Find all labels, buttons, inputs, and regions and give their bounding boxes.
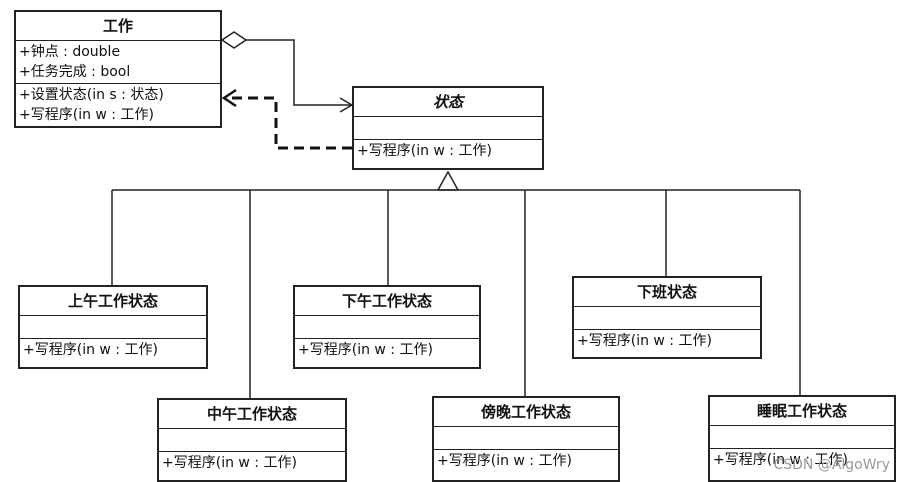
dependency-connector [221, 88, 352, 150]
class-evening-attributes [434, 426, 618, 449]
class-state-name: 状态 [432, 93, 463, 111]
class-work-name: 工作 [102, 17, 133, 35]
class-state: 状态 +写程序(in w : 工作) [352, 86, 544, 170]
class-evening-method: +写程序(in w : 工作) [434, 449, 618, 472]
class-noon-state: 中午工作状态 +写程序(in w : 工作) [157, 398, 347, 482]
class-forenoon-attributes [20, 315, 206, 338]
class-noon-method: +写程序(in w : 工作) [159, 451, 345, 474]
class-forenoon-name: 上午工作状态 [67, 292, 158, 310]
class-afternoon-name: 下午工作状态 [341, 292, 432, 310]
class-noon-attributes [159, 428, 345, 451]
watermark: CSDN @AlgoWry [773, 457, 890, 473]
class-forenoon-state: 上午工作状态 +写程序(in w : 工作) [18, 285, 208, 369]
class-afternoon-attributes [295, 315, 479, 338]
attribute-hour: +钟点 : double [19, 44, 121, 60]
dependency-arrowhead [221, 88, 237, 108]
attribute-finished: +任务完成 : bool [19, 64, 131, 80]
class-evening-name: 傍晚工作状态 [480, 403, 571, 421]
class-rest-state: 下班状态 +写程序(in w : 工作) [572, 276, 762, 359]
aggregation-connector [220, 31, 354, 113]
class-afternoon-method: +写程序(in w : 工作) [295, 338, 479, 361]
class-sleeping-state: 睡眠工作状态 +写程序(in w : 工作) [708, 395, 896, 482]
class-noon-name: 中午工作状态 [206, 405, 297, 423]
class-rest-method: +写程序(in w : 工作) [574, 329, 760, 352]
class-work-attributes: +钟点 : double +任务完成 : bool [16, 40, 220, 83]
class-rest-attributes [574, 306, 760, 329]
class-state-attributes [354, 116, 542, 139]
class-forenoon-method: +写程序(in w : 工作) [20, 338, 206, 361]
class-evening-state: 傍晚工作状态 +写程序(in w : 工作) [432, 396, 620, 482]
class-rest-name: 下班状态 [636, 283, 697, 301]
method-set-state: +设置状态(in s : 状态) [19, 87, 164, 103]
aggregation-diamond [220, 31, 248, 49]
inheritance-triangle [436, 170, 460, 191]
class-afternoon-state: 下午工作状态 +写程序(in w : 工作) [293, 285, 481, 369]
class-work-methods: +设置状态(in s : 状态) +写程序(in w : 工作) [16, 83, 220, 126]
class-state-method: +写程序(in w : 工作) [354, 139, 542, 162]
class-sleeping-method: +写程序(in w : 工作) [710, 448, 894, 471]
generalization-connector [111, 170, 801, 398]
class-work: 工作 +钟点 : double +任务完成 : bool +设置状态(in s … [14, 10, 222, 128]
class-sleeping-attributes [710, 425, 894, 448]
class-sleeping-name: 睡眠工作状态 [756, 402, 847, 420]
method-write-program: +写程序(in w : 工作) [19, 107, 154, 123]
